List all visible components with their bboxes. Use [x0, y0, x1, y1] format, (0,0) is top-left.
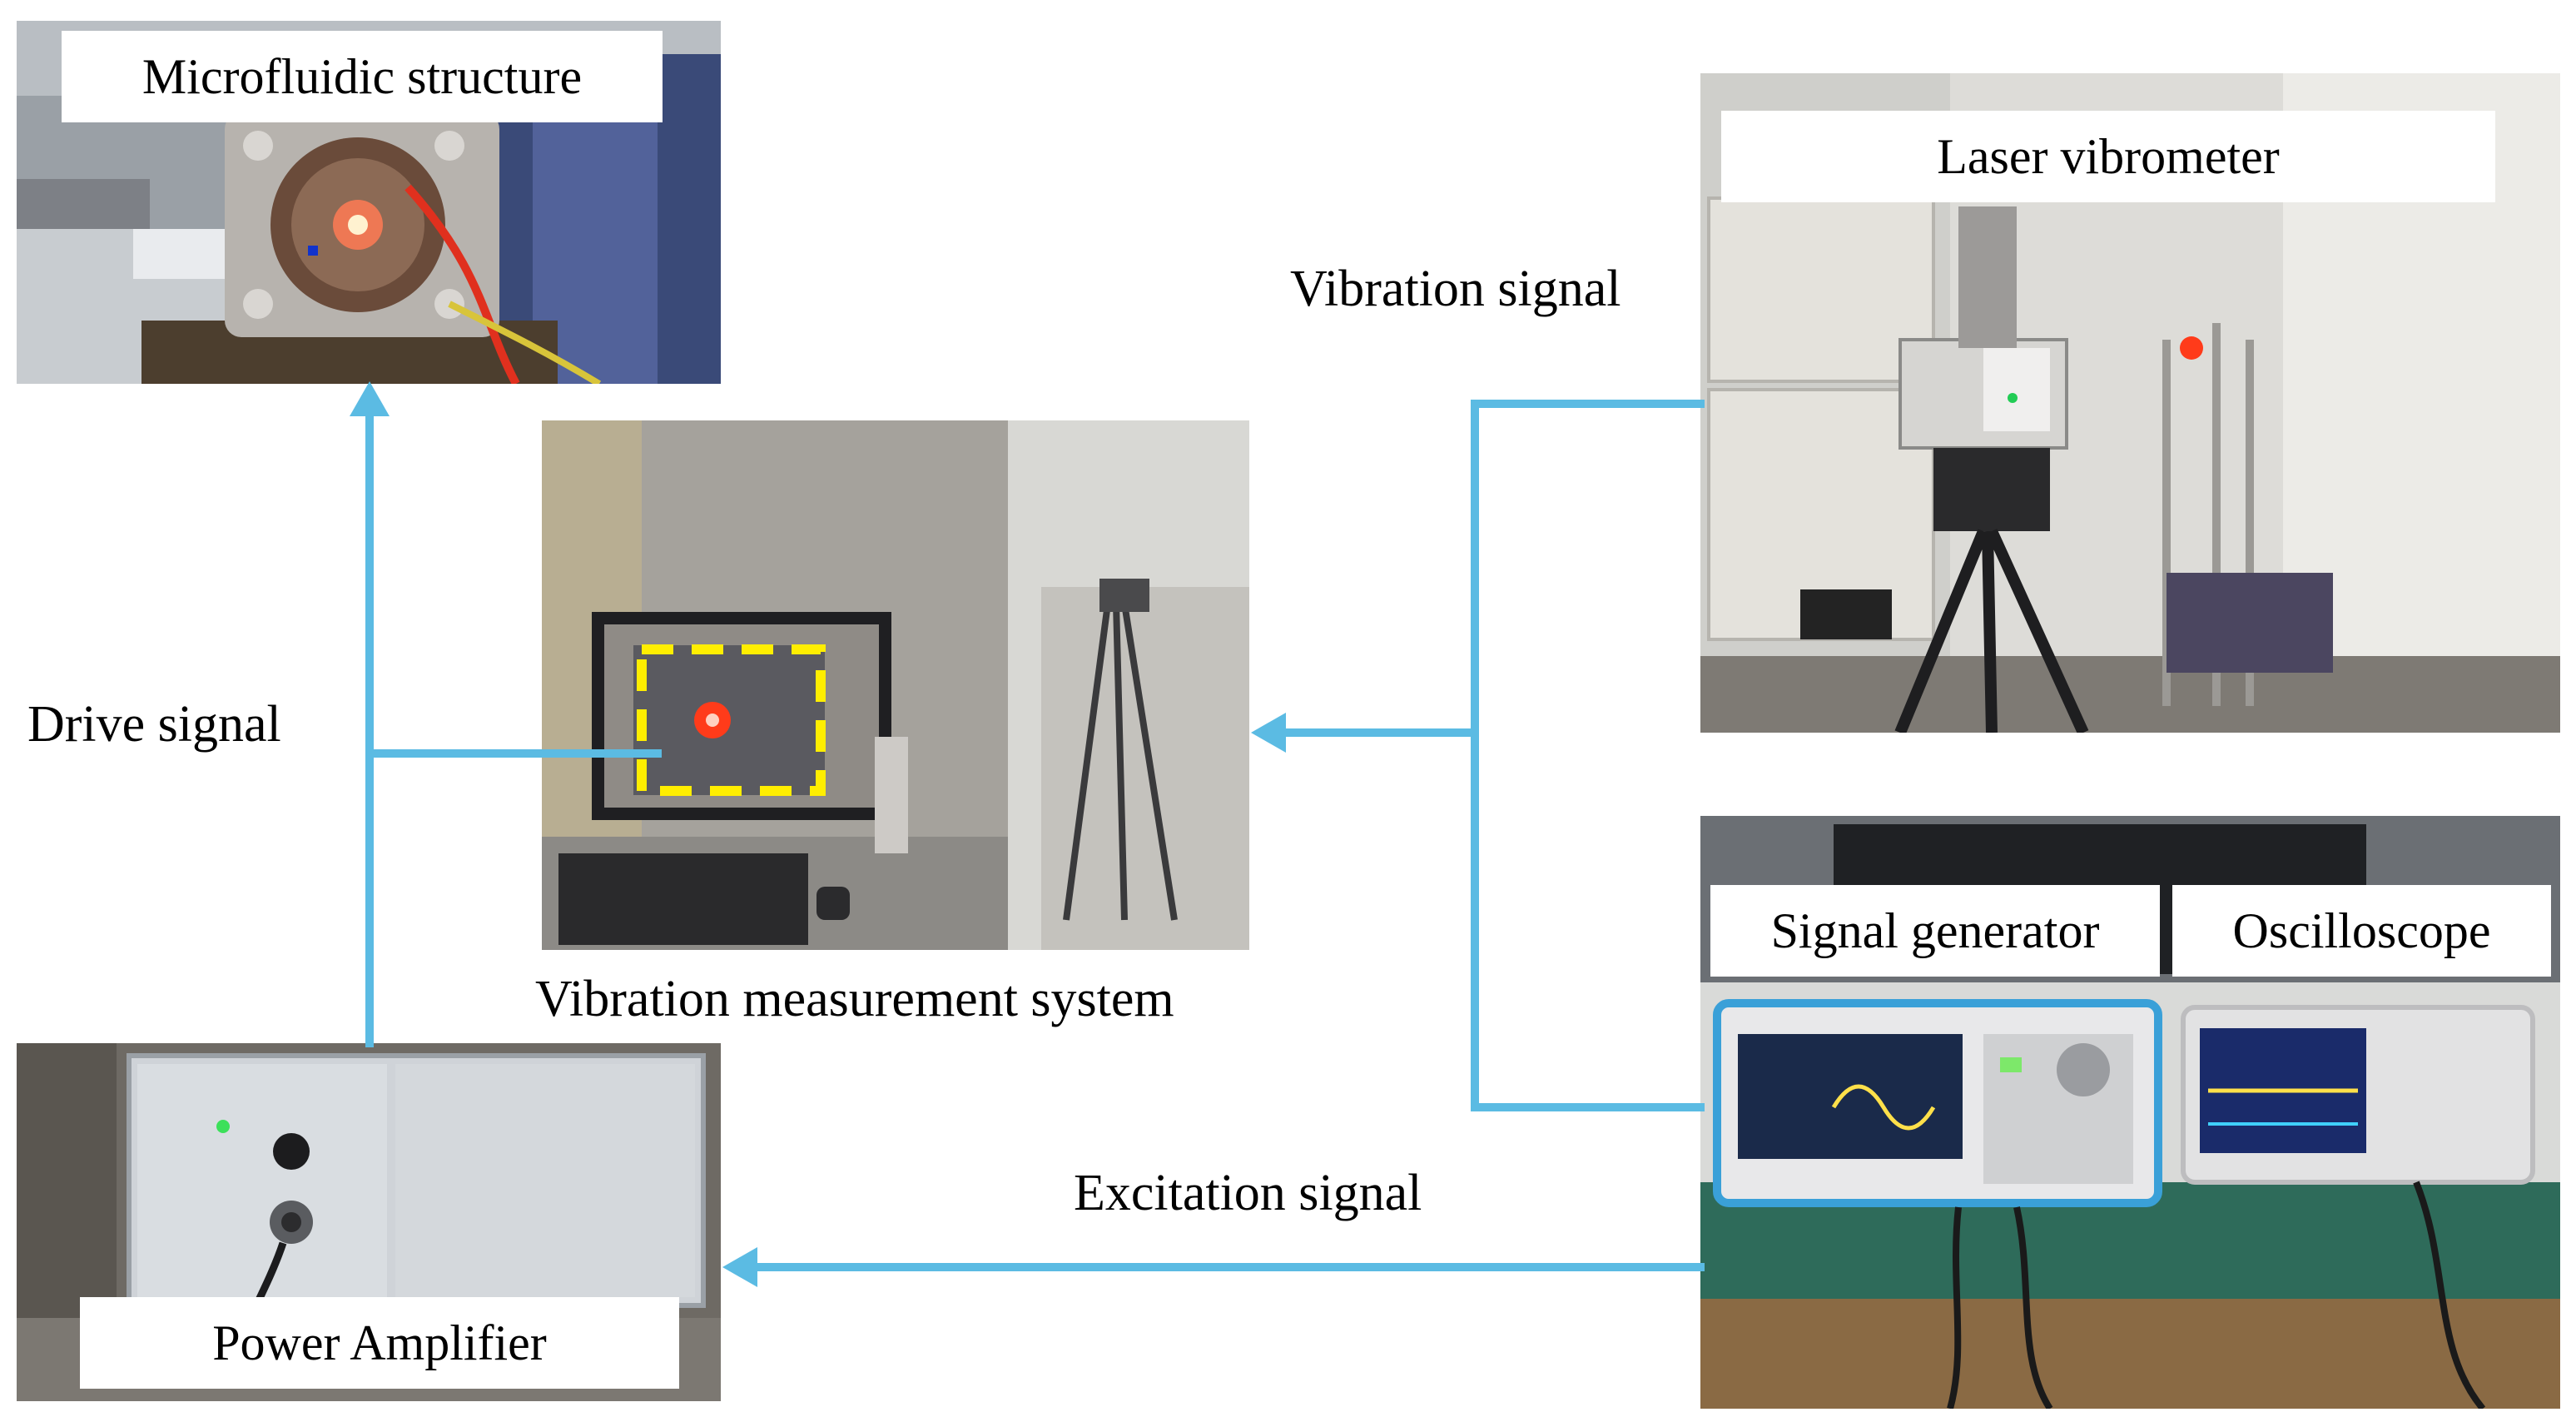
vibration-signal-bus [1471, 400, 1705, 1111]
arrow-head-measurement [1251, 713, 1286, 753]
laser-vibrometer-photo: Laser vibrometer [1700, 73, 2560, 733]
power-amplifier-label: Power Amplifier [80, 1297, 679, 1389]
microfluidic-photo: Microfluidic structure [17, 21, 721, 384]
measurement-system-photo [542, 420, 1249, 950]
oscilloscope-label: Oscilloscope [2172, 885, 2551, 977]
vibration-signal-label: Vibration signal [1290, 261, 1621, 317]
drive-signal-label: Drive signal [27, 696, 281, 753]
measurement-system-caption: Vibration measurement system [535, 971, 1174, 1027]
power-amplifier-photo: Power Amplifier [17, 1043, 721, 1401]
arrow-head-microfluidic [350, 381, 390, 416]
arrow-head-amplifier [722, 1247, 757, 1287]
laser-vibrometer-label: Laser vibrometer [1721, 111, 2495, 202]
microfluidic-label: Microfluidic structure [62, 31, 663, 122]
excitation-signal-label: Excitation signal [1074, 1165, 1422, 1221]
generator-oscilloscope-photo: Signal generator Oscilloscope [1700, 816, 2560, 1409]
measurement-system-photo-art [542, 420, 1249, 950]
signal-generator-label: Signal generator [1710, 885, 2160, 977]
